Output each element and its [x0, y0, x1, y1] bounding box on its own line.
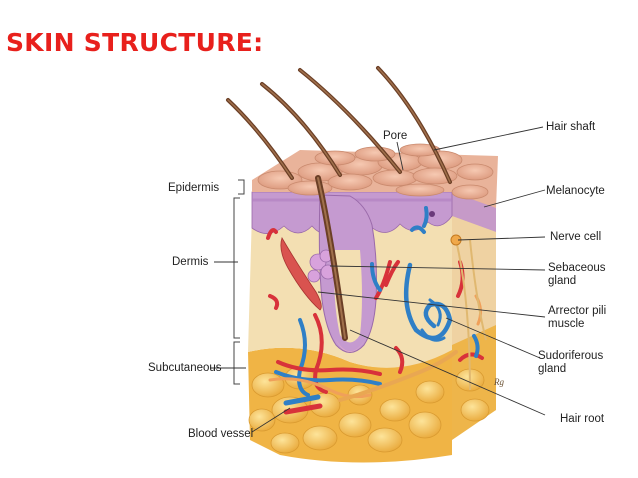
- page-title: SKIN STRUCTURE:: [6, 28, 264, 57]
- leader-lines: [210, 126, 546, 433]
- label-melanocyte: Melanocyte: [546, 185, 605, 197]
- label-hair-root: Hair root: [560, 413, 605, 425]
- label-epidermis: Epidermis: [168, 182, 220, 194]
- nerve-cell: [450, 234, 487, 391]
- label-sebaceous-gland: Sebaceous gland: [548, 262, 606, 287]
- skin-surface: [252, 143, 498, 208]
- sebaceous-gland: [307, 249, 336, 283]
- artist-signature: Rg: [493, 377, 504, 387]
- label-pore: Pore: [383, 130, 408, 142]
- label-blood-vessel: Blood vessel: [188, 428, 254, 440]
- label-arrector-pili-muscle: Arrector pili muscle: [548, 305, 607, 330]
- label-sudoriferous-gland: Sudoriferous gland: [538, 350, 604, 375]
- melanocyte: [429, 211, 435, 217]
- label-nerve-cell: Nerve cell: [550, 231, 602, 243]
- arrector-pili-muscle: [280, 237, 322, 311]
- hairs: [226, 66, 452, 341]
- label-dermis: Dermis: [172, 256, 209, 268]
- hair-follicle: [307, 194, 377, 353]
- label-subcutaneous: Subcutaneous: [148, 362, 222, 374]
- layer-brackets: [233, 179, 245, 385]
- label-hair-shaft: Hair shaft: [546, 121, 596, 133]
